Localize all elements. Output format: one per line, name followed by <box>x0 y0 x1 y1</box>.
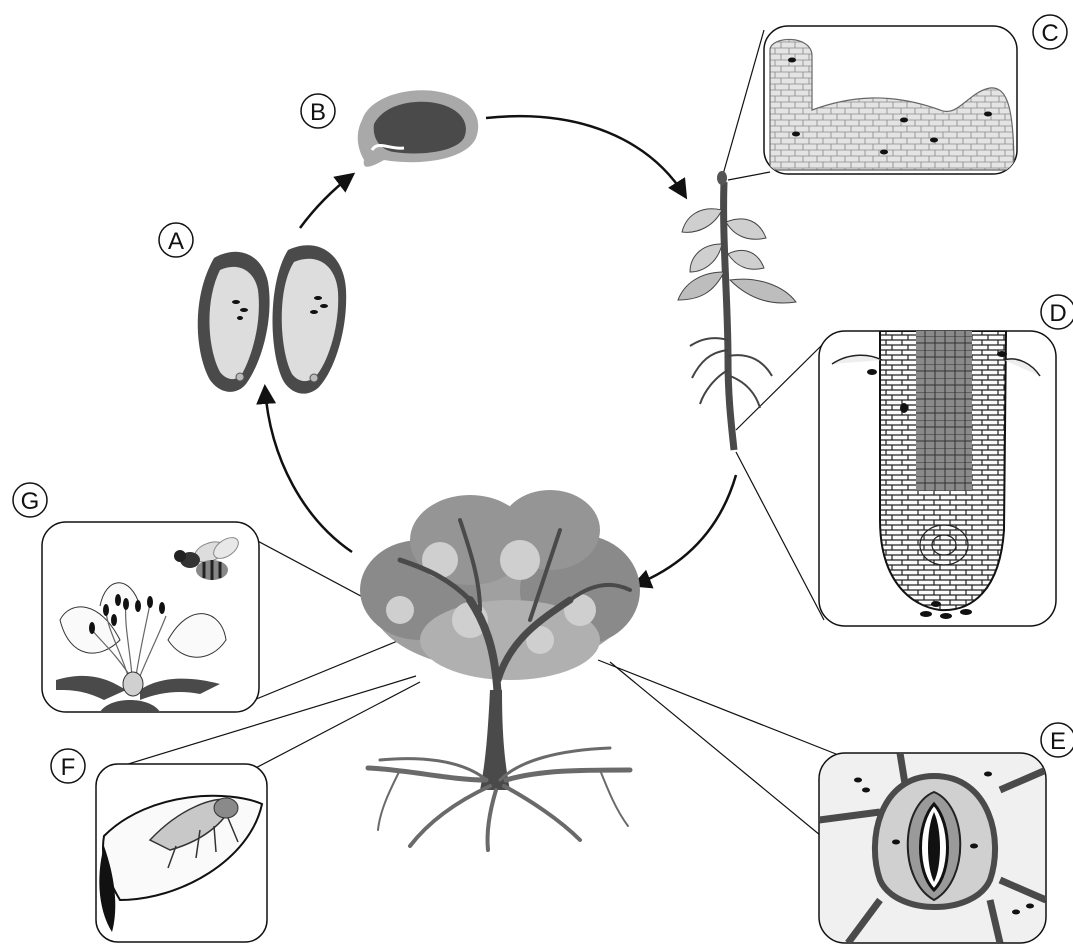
stomata-panel <box>819 753 1046 943</box>
label-a: A <box>168 228 184 255</box>
label-c: C <box>1041 20 1058 47</box>
seedling-icon <box>678 171 796 450</box>
germinating-seed-icon <box>358 90 478 166</box>
arrow-b-to-seedling <box>486 116 685 196</box>
arrow-a-to-b <box>300 175 352 228</box>
zoom-lines <box>102 30 836 840</box>
arrow-seedling-to-tree <box>635 475 736 585</box>
label-f: F <box>61 754 76 781</box>
tree-icon <box>360 490 640 850</box>
shoot-apex-panel <box>764 26 1017 174</box>
root-tip-panel <box>819 331 1056 626</box>
seed-cross-section-icon <box>198 245 346 393</box>
label-b: B <box>310 99 326 126</box>
label-e: E <box>1050 728 1066 755</box>
label-d: D <box>1049 300 1066 327</box>
arrow-tree-to-a <box>265 388 352 552</box>
label-g: G <box>21 488 40 515</box>
insect-on-leaf-panel <box>96 764 267 942</box>
